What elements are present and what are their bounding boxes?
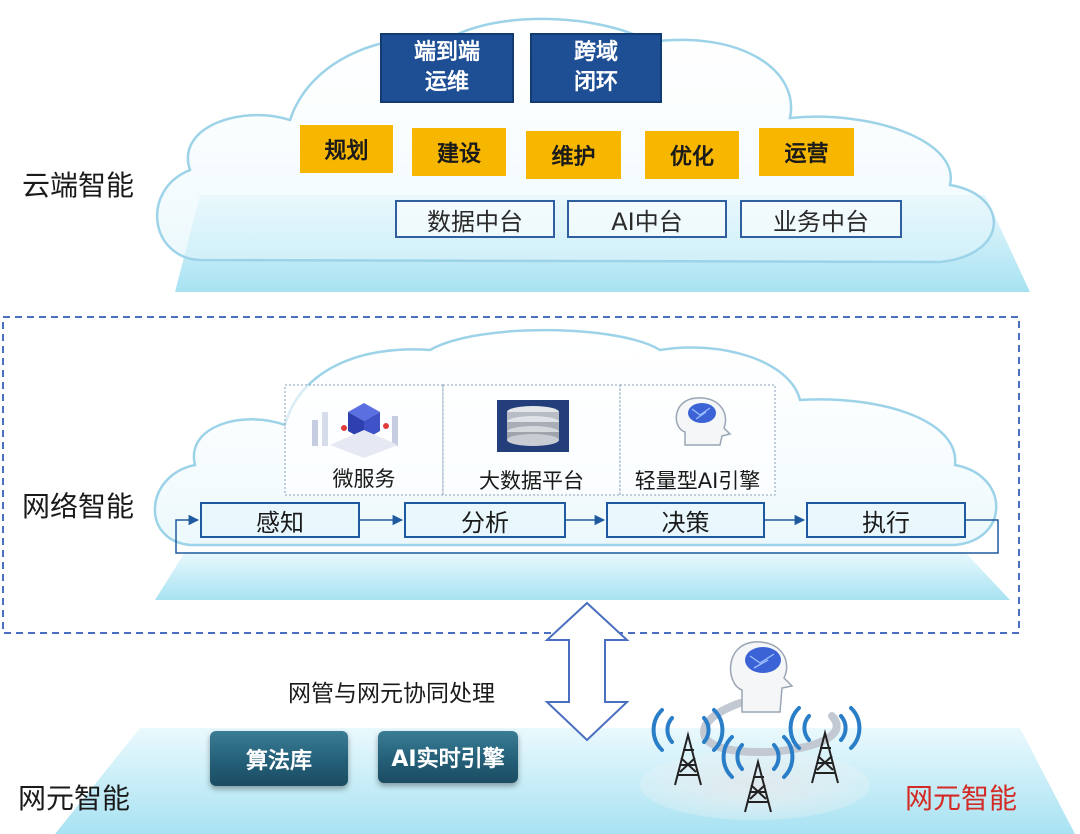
module-label-bigdata: 大数据平台	[479, 469, 584, 493]
coordination-label: 网管与网元协同处理	[288, 681, 495, 707]
cross-domain-loop-box: 跨域 闭环	[530, 33, 662, 103]
data-platform-box: 数据中台	[395, 200, 555, 238]
algorithm-library-button: 算法库	[210, 731, 348, 786]
loop-analyze-box: 分析	[404, 502, 566, 538]
coordination-double-arrow	[544, 601, 630, 742]
tower-icon-left	[651, 708, 725, 786]
tower-base-ellipse	[640, 750, 870, 820]
module-label-ai-engine: 轻量型AI引擎	[634, 469, 761, 493]
module-label-microservice: 微服务	[332, 467, 396, 491]
microservice-icon	[312, 403, 398, 458]
network-layer-platform	[155, 552, 1010, 600]
business-platform-box: 业务中台	[740, 200, 902, 238]
lifecycle-maintain: 维护	[526, 131, 621, 179]
lifecycle-optimize: 优化	[645, 131, 739, 179]
network-layer-label: 网络智能	[22, 490, 135, 523]
network-layer-border	[2, 316, 1020, 634]
ai-brain-icon	[675, 397, 732, 446]
element-intelligence-red-label: 网元智能	[905, 782, 1018, 815]
ai-platform-box: AI中台	[567, 200, 727, 238]
database-icon	[497, 400, 569, 452]
cloud-layer-label: 云端智能	[22, 169, 135, 202]
ai-realtime-engine-button: AI实时引擎	[378, 731, 518, 783]
lifecycle-operate: 运营	[759, 128, 854, 176]
end-to-end-ops-box: 端到端 运维	[380, 33, 514, 103]
lifecycle-build: 建设	[412, 128, 506, 176]
lifecycle-plan: 规划	[300, 125, 393, 173]
loop-return-line	[175, 514, 999, 554]
tower-icon-right	[788, 706, 862, 784]
tower-icon-center	[721, 735, 795, 813]
loop-execute-box: 执行	[806, 502, 966, 538]
element-layer-label: 网元智能	[18, 782, 131, 815]
loop-decide-box: 决策	[606, 502, 765, 538]
loop-sense-box: 感知	[200, 502, 360, 538]
